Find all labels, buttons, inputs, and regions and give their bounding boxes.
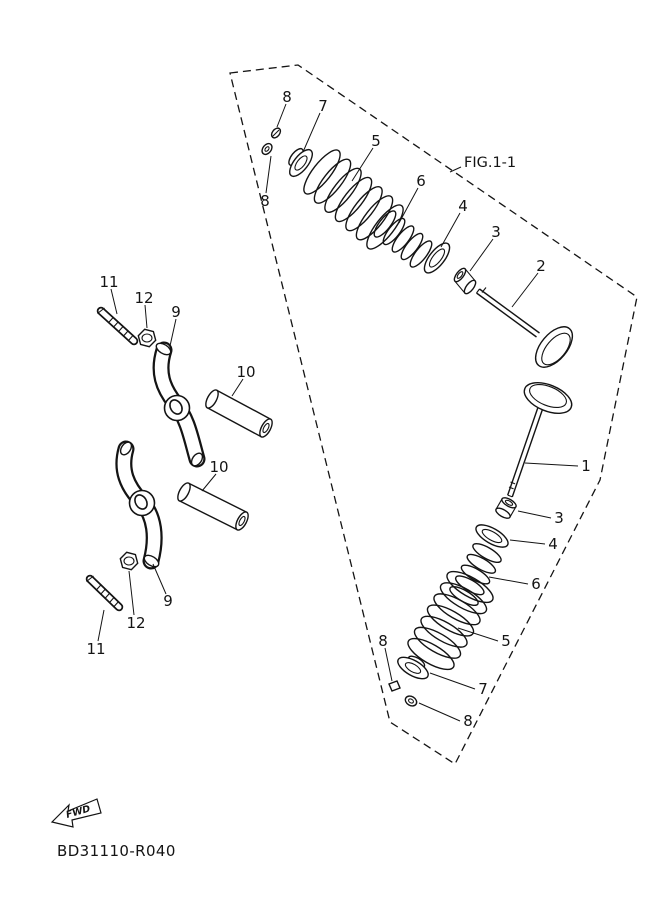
outer-valve-spring-top <box>303 149 404 250</box>
callout-cotter-top: 8 <box>282 88 292 106</box>
callout-nut-upper: 12 <box>134 289 153 307</box>
valve-stem-seal-bottom <box>495 497 517 519</box>
callout-inner-spring-bottom: 6 <box>531 575 541 593</box>
callout-nut-lower: 12 <box>126 614 145 632</box>
callout-outer-spring-bottom: 5 <box>501 632 511 650</box>
valve-stem-seal-top <box>453 267 477 295</box>
callout-rocker-lower: 9 <box>163 592 173 610</box>
intake-valve <box>476 287 574 368</box>
intake-valve-assembly <box>261 127 574 368</box>
exhaust-valve <box>507 382 573 498</box>
callout-inner-spring-top: 6 <box>416 172 426 190</box>
callout-labels: 8 7 5 6 4 3 2 8 11 12 9 10 10 9 12 11 1 … <box>86 88 590 730</box>
outer-valve-spring-bottom <box>407 570 494 671</box>
callout-cotter-bottom-1: 8 <box>378 632 388 650</box>
callout-retainer-top: 7 <box>318 97 328 115</box>
fig-label: FIG.1-1 <box>464 155 516 171</box>
spring-seat-top <box>423 242 451 274</box>
assembly-plane-outline <box>229 64 638 765</box>
adjusting-screw-lower <box>85 574 124 612</box>
callout-shaft-upper: 10 <box>236 363 255 381</box>
adjusting-screw-upper <box>96 306 139 346</box>
adjuster-nut-upper <box>137 328 157 348</box>
rocker-assembly-upper <box>96 306 273 468</box>
callout-shaft-lower: 10 <box>209 458 228 476</box>
callout-cotter-bottom-2: 8 <box>463 712 473 730</box>
rocker-assembly-lower <box>85 440 249 612</box>
callout-seal-top: 3 <box>491 223 501 241</box>
valve-cotters-top <box>261 127 282 156</box>
valve-cotters-bottom <box>388 680 418 707</box>
fwd-arrow: FWD <box>50 798 102 828</box>
callout-rocker-upper: 9 <box>171 303 181 321</box>
adjuster-nut-lower <box>119 551 139 571</box>
callout-seat-top: 4 <box>458 197 468 215</box>
inner-valve-spring-top <box>373 210 433 268</box>
fig-label-leader <box>449 166 462 173</box>
rocker-arm-upper <box>152 341 206 468</box>
callout-exhaust-valve: 1 <box>581 457 591 475</box>
spring-retainer-bottom <box>397 655 429 680</box>
exhaust-valve-assembly <box>388 382 573 707</box>
spring-retainer-top <box>288 147 313 178</box>
rocker-arm-lower <box>115 440 163 570</box>
callout-seal-bottom: 3 <box>554 509 564 527</box>
callout-outer-spring-top: 5 <box>371 132 381 150</box>
callout-screw-upper: 11 <box>99 273 118 291</box>
callout-cotter-top-2: 8 <box>260 192 270 210</box>
rocker-shaft-lower <box>177 482 249 531</box>
spring-seat-bottom <box>475 524 509 548</box>
callout-intake-valve: 2 <box>536 257 546 275</box>
callout-screw-lower: 11 <box>86 640 105 658</box>
callout-seat-bottom: 4 <box>548 535 558 553</box>
leader-lines <box>97 103 579 722</box>
rocker-shaft-upper <box>205 389 273 438</box>
part-code: BD31110-R040 <box>57 842 176 860</box>
callout-retainer-bottom: 7 <box>478 680 488 698</box>
